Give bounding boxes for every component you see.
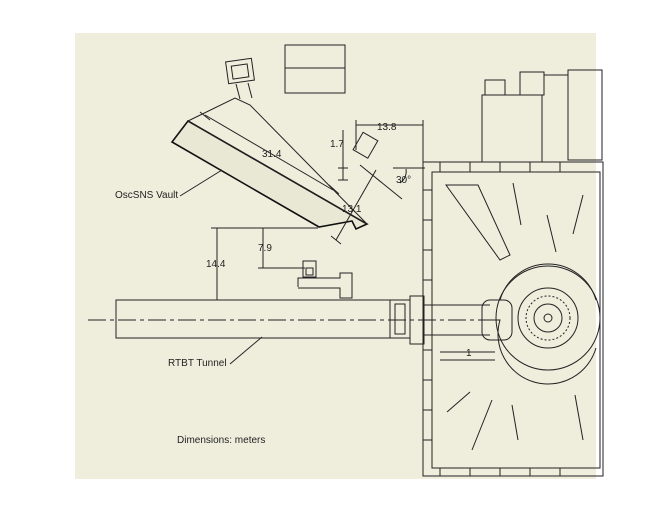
small-building — [284, 44, 346, 94]
tunnel-label: RTBT Tunnel — [168, 358, 227, 369]
vault-label: OscSNS Vault — [115, 190, 178, 201]
drawing-sheet — [75, 33, 596, 479]
rtbt-tunnel — [88, 295, 500, 345]
oscsns-vault — [170, 57, 379, 231]
dim-angle: 30° — [396, 175, 411, 186]
dim-13-1: 13.1 — [342, 204, 362, 215]
tunnel-label-leader — [229, 336, 263, 365]
target-building — [422, 69, 604, 477]
dim-13-8: 13.8 — [377, 122, 397, 133]
dim-14-4: 14.4 — [206, 259, 226, 270]
dimension-vault-length — [199, 111, 340, 195]
dim-7-9: 7.9 — [258, 243, 272, 254]
tunnel-access-structure — [297, 260, 353, 299]
wall-ticks — [423, 162, 561, 476]
dimensions-note: Dimensions: meters — [177, 435, 265, 446]
dimension-13-1 — [330, 169, 377, 245]
dim-1-7: 1.7 — [330, 139, 344, 150]
dim-vault-length: 31.4 — [262, 149, 282, 160]
marker-one: 1 — [466, 348, 472, 359]
dimension-1-7 — [338, 130, 348, 181]
angle-marker — [359, 164, 425, 200]
vault-label-leader — [179, 169, 223, 197]
dimension-13-8 — [355, 120, 424, 162]
